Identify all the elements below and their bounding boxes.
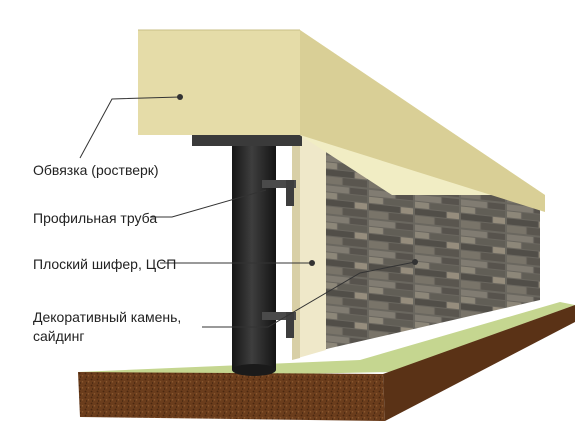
- profile-pipe: [192, 132, 302, 376]
- bracket-upper: [262, 180, 296, 188]
- binding-beam: [138, 29, 545, 212]
- beam-side: [300, 30, 545, 212]
- bracket-lower: [262, 312, 296, 320]
- beam-front: [138, 30, 300, 135]
- ground-front-soil: [78, 372, 385, 421]
- bracket-upper-post: [286, 180, 294, 206]
- ground-slab: [78, 302, 575, 421]
- board-edge: [292, 108, 300, 360]
- label-profile-pipe: Профильная труба: [33, 210, 158, 226]
- label-decorative-stone-line1: Декоративный камень,: [33, 309, 182, 325]
- label-flat-slate: Плоский шифер, ЦСП: [33, 256, 177, 272]
- leader-binding: [79, 96, 181, 159]
- label-binding: Обвязка (ростверк): [33, 162, 159, 178]
- leader-pipe: [150, 189, 267, 218]
- pipe-base: [232, 364, 276, 376]
- bracket-lower-post: [286, 312, 294, 338]
- leader-stone: [202, 261, 416, 328]
- ground-top-grass: [78, 302, 575, 378]
- leader-lines: [79, 94, 418, 328]
- top-plate: [192, 132, 302, 146]
- ground-side-soil: [383, 305, 575, 421]
- label-decorative-stone-line2: сайдинг: [33, 328, 85, 344]
- leader-binding-dot: [177, 94, 183, 100]
- slate-board: [292, 108, 326, 360]
- board-face: [298, 118, 326, 358]
- pipe-body: [232, 145, 276, 370]
- leader-stone-dot: [412, 259, 418, 265]
- leader-slate-dot: [309, 260, 315, 266]
